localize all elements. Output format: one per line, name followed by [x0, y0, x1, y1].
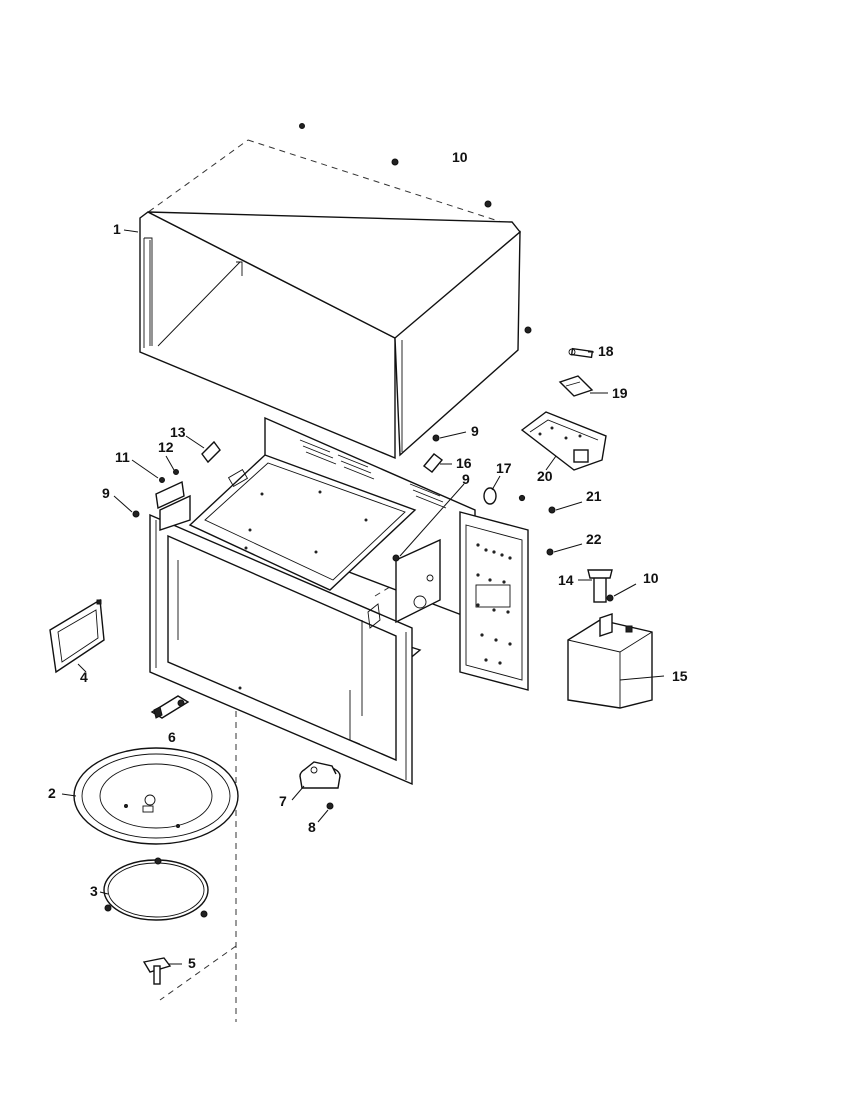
callout-7: 7: [279, 793, 287, 809]
callout-3: 3: [90, 883, 98, 899]
callout-5: 5: [188, 955, 196, 971]
part-screws-21-22: [546, 506, 556, 556]
part-latch-13: [201, 440, 221, 464]
callout-10-right: 10: [643, 570, 659, 586]
part-screws-10: [299, 123, 614, 602]
part-fuse-18: [568, 347, 594, 359]
callout-14: 14: [558, 572, 574, 588]
callout-18: 18: [598, 343, 614, 359]
callout-11: 11: [115, 449, 130, 465]
callout-9-top: 9: [471, 423, 479, 439]
callout-20: 20: [537, 468, 553, 484]
part-bracket: [150, 695, 190, 719]
callout-leader-lines: [61, 229, 665, 965]
callout-8: 8: [308, 819, 316, 835]
callout-21: 21: [586, 488, 602, 504]
callout-19: 19: [612, 385, 628, 401]
part-coupler: [142, 957, 172, 985]
callout-9-left: 9: [102, 485, 110, 501]
callout-2: 2: [48, 785, 56, 801]
part-switch-bracket-20: [520, 411, 607, 471]
part-capacitor-14: [587, 569, 613, 603]
part-grommet-17: [483, 487, 497, 505]
part-main-chassis: [149, 416, 529, 786]
callout-6: 6: [168, 729, 176, 745]
callout-15: 15: [672, 668, 688, 684]
callout-22: 22: [586, 531, 602, 547]
part-screw-8: [326, 802, 334, 810]
part-hinge-11-12: [155, 469, 185, 510]
callout-labels: 1 2 3 4 5 6 7 8 9 9 9 10 10 11 12 13 14 …: [48, 149, 688, 971]
callout-16: 16: [456, 455, 472, 471]
callout-9-center: 9: [462, 471, 470, 487]
assembly-guide-lines: [139, 139, 521, 1022]
callout-17: 17: [496, 460, 512, 476]
callout-12: 12: [158, 439, 174, 455]
callout-1: 1: [113, 221, 121, 237]
part-screws-9: [132, 434, 526, 562]
callout-10-top: 10: [452, 149, 468, 165]
part-outer-cabinet: [139, 211, 521, 460]
part-clip-16: [422, 453, 444, 473]
part-cover-plate: [49, 598, 105, 674]
callout-13: 13: [170, 424, 186, 440]
part-fuse-holder-19: [558, 375, 594, 397]
part-transformer-15: [567, 613, 653, 709]
part-roller-ring: [103, 857, 209, 921]
callout-4: 4: [80, 669, 88, 685]
part-turntable-tray: [73, 747, 239, 845]
part-turntable-motor: [299, 761, 341, 789]
